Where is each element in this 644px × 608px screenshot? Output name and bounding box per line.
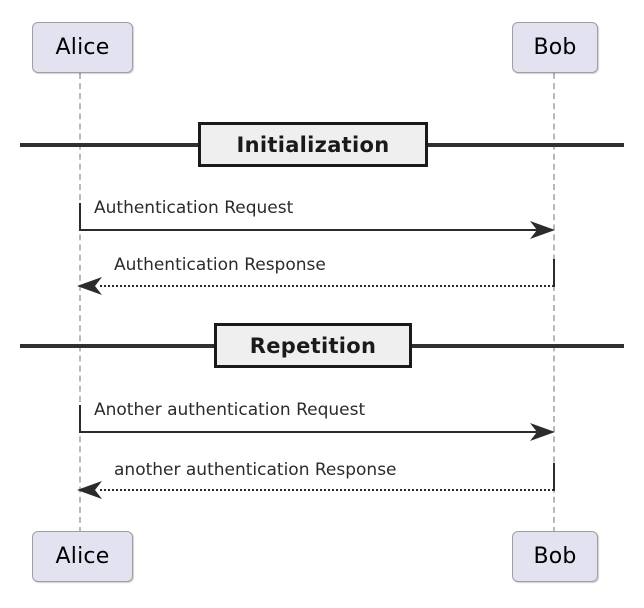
participant-alice-top[interactable]: Alice — [32, 22, 133, 73]
participant-alice-top-label: Alice — [55, 35, 110, 60]
message-4-arrowhead-icon — [77, 481, 102, 499]
message-1-line — [80, 229, 542, 231]
message-3-line — [80, 431, 542, 433]
message-4-label: another authentication Response — [114, 460, 397, 480]
message-3-arrowhead-icon — [530, 423, 555, 441]
participant-bob-top[interactable]: Bob — [512, 22, 598, 73]
message-2-label: Authentication Response — [114, 255, 326, 275]
participant-bob-bottom[interactable]: Bob — [512, 531, 598, 582]
divider-repetition-line-left — [20, 344, 216, 348]
participant-bob-bottom-label: Bob — [533, 544, 577, 569]
message-1-origin-tick — [79, 203, 81, 231]
message-4-origin-tick — [553, 463, 555, 491]
message-2-arrowhead-icon — [77, 277, 102, 295]
participant-bob-top-label: Bob — [533, 35, 577, 60]
divider-repetition-line-right — [410, 344, 624, 348]
message-1-arrowhead-icon — [530, 221, 555, 239]
message-1-label: Authentication Request — [94, 198, 294, 218]
divider-initialization: Initialization — [198, 122, 428, 167]
participant-alice-bottom-label: Alice — [55, 544, 110, 569]
lifeline-bob — [553, 73, 555, 533]
participant-alice-bottom[interactable]: Alice — [32, 531, 133, 582]
divider-repetition: Repetition — [214, 323, 412, 368]
message-4-line — [100, 489, 554, 491]
divider-repetition-label: Repetition — [249, 333, 377, 358]
divider-initialization-label: Initialization — [236, 132, 390, 157]
message-3-origin-tick — [79, 405, 81, 433]
message-2-origin-tick — [553, 259, 555, 287]
message-3-label: Another authentication Request — [94, 400, 366, 420]
divider-initialization-line-right — [426, 143, 624, 147]
divider-initialization-line-left — [20, 143, 200, 147]
message-2-line — [100, 285, 554, 287]
lifeline-alice — [79, 73, 81, 533]
